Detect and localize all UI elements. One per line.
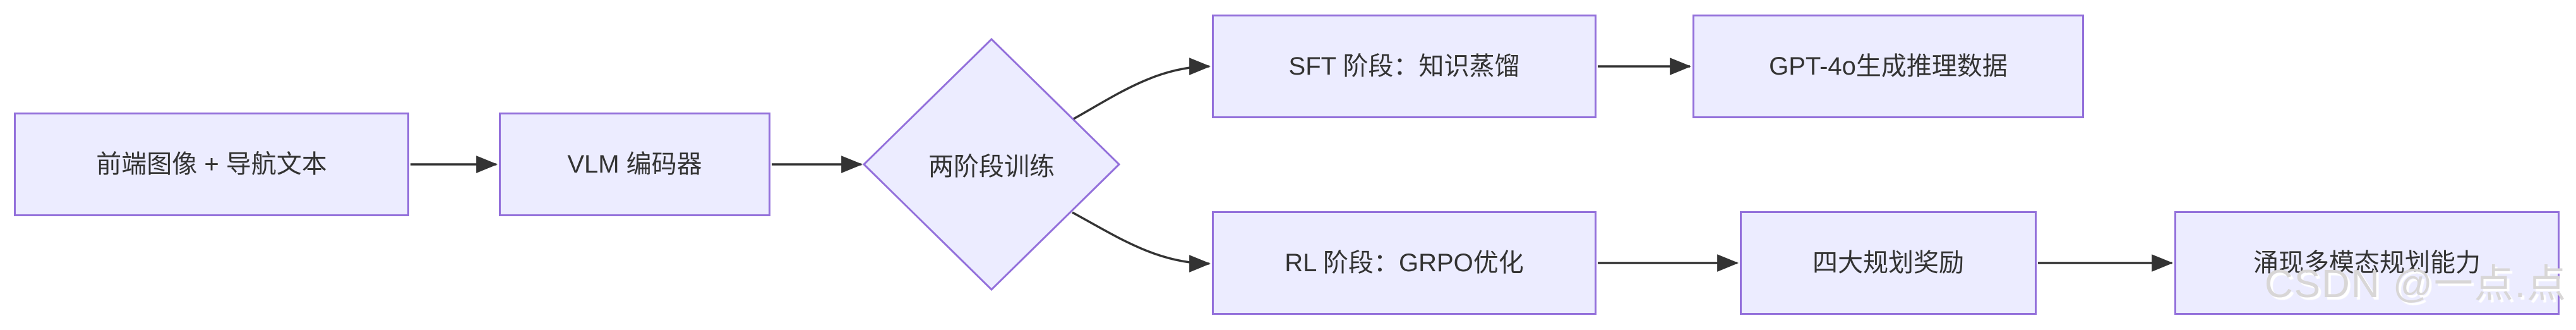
node-emergent: 涌现多模态规划能力 (2174, 211, 2560, 315)
node-gpt4o: GPT-4o生成推理数据 (1692, 15, 2084, 118)
node-training-label-box: 两阶段训练 (897, 144, 1086, 185)
node-sft-label: SFT 阶段：知识蒸馏 (1288, 52, 1520, 80)
node-rewards: 四大规划奖励 (1740, 211, 2037, 315)
node-training-label: 两阶段训练 (928, 153, 1055, 181)
node-gpt4o-label: GPT-4o生成推理数据 (1769, 52, 2008, 80)
csdn-watermark: CSDN @一点.点 (2264, 262, 2567, 306)
node-input-label: 前端图像 + 导航文本 (96, 150, 327, 178)
node-rl-label: RL 阶段：GRPO优化 (1285, 249, 1524, 277)
edge-training-to-sft (1073, 58, 1211, 120)
edge-training-to-rl (1072, 211, 1211, 272)
node-training-diamond-shape (862, 37, 1121, 291)
node-encoder: VLM 编码器 (499, 113, 770, 216)
node-rl: RL 阶段：GRPO优化 (1212, 211, 1597, 315)
node-encoder-label: VLM 编码器 (567, 150, 702, 178)
node-rewards-label: 四大规划奖励 (1812, 249, 1964, 277)
node-input: 前端图像 + 导航文本 (14, 113, 409, 216)
node-emergent-label: 涌现多模态规划能力 (2253, 249, 2481, 277)
node-sft: SFT 阶段：知识蒸馏 (1212, 15, 1597, 118)
